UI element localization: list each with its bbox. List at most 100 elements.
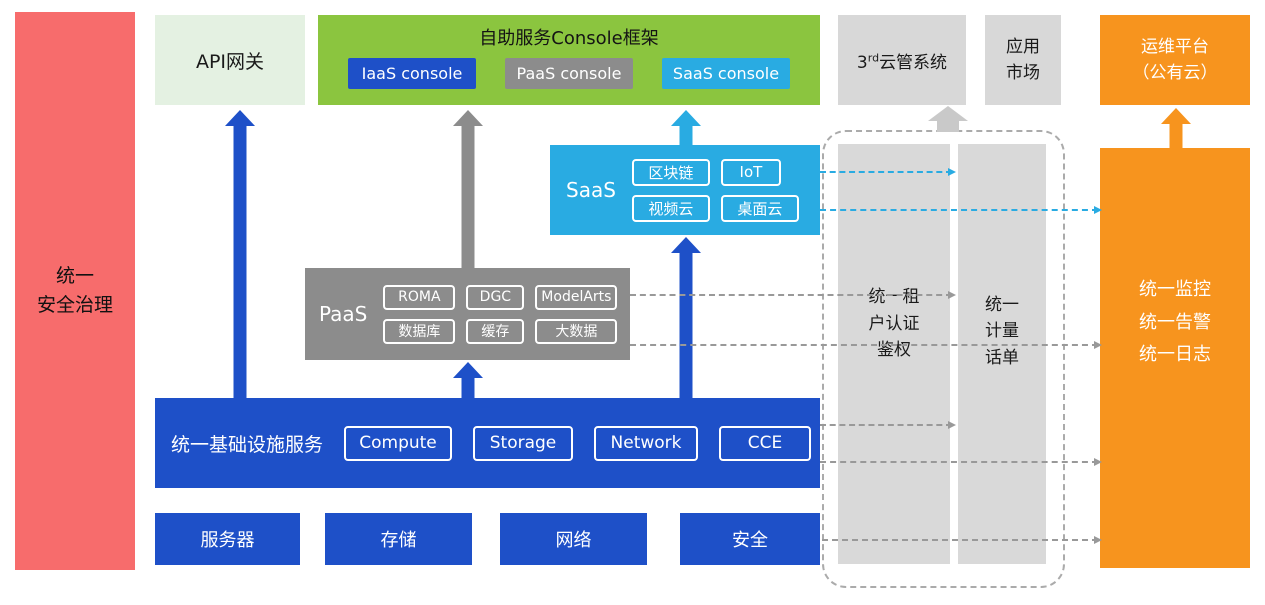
api-gateway-label: API网关 [195,50,265,73]
api-gateway-box: API网关 [155,15,305,105]
paas-service-cache: 缓存 [466,318,525,344]
arrow-head [671,110,701,126]
console-chip-row: IaaS console PaaS console SaaS console [348,58,790,89]
arrow-shaft [937,119,959,132]
arrow-shaft [461,376,475,398]
om-platform-line1: 运维平台 [1141,36,1209,57]
arrow-infra-to-paas [453,362,483,398]
third-party-cloud-mgmt-box: 3rd云管系统 [838,15,966,105]
dline-infra-to-metering [820,421,956,429]
monitoring-label: 统一监控 统一告警 统一日志 [1139,274,1211,371]
third-party-suffix: 云管系统 [879,52,948,73]
metering-bar: 统一 计量 话单 [958,144,1046,564]
infra-service-network: Network [594,425,699,461]
arrow-shaft [679,124,693,146]
third-party-label: 3rd云管系统 [857,48,947,73]
third-party-prefix: 3 [856,52,868,73]
saas-service-video-cloud: 视频云 [631,194,710,222]
om-platform-label: 运维平台 （公有云） [1133,34,1218,87]
security-governance-line1: 统一 [55,264,94,287]
arrow-paas-to-console [453,110,483,268]
om-platform-box: 运维平台 （公有云） [1100,15,1250,105]
console-framework-title: 自助服务Console框架 [479,28,659,49]
dline-security-to-monitoring [822,536,1102,544]
infra-box: 统一基础设施服务 Compute Storage Network CCE [155,398,820,488]
saas-service-grid: 区块链 IoT 视频云 桌面云 [631,158,799,222]
arrow-shaft [1169,122,1183,149]
app-market-box: 应用 市场 [985,15,1061,105]
iaas-console-chip: IaaS console [348,58,476,89]
monitoring-box: 统一监控 统一告警 统一日志 [1100,148,1250,568]
arrow-shaft [461,124,475,268]
paas-service-modelarts: ModelArts [535,284,618,310]
saas-box: SaaS 区块链 IoT 视频云 桌面云 [550,145,820,235]
auth-bar-line1: 统一租 [868,287,920,308]
arrow-head [928,106,968,121]
arrowhead-icon [948,291,956,299]
server-box: 服务器 [155,513,300,565]
metering-bar-label: 统一 计量 话单 [985,292,1019,371]
paas-console-chip: PaaS console [505,58,633,89]
arrow-head [453,110,483,126]
arrow-shaft [679,251,693,398]
arrow-head [453,362,483,378]
third-party-superscript: rd [867,50,880,64]
security-governance-panel: 统一 安全治理 [15,12,135,570]
security-governance-label: 统一 安全治理 [37,262,113,321]
arrowhead-icon [1094,458,1102,466]
paas-service-database: 数据库 [383,318,456,344]
infra-label: 统一基础设施服务 [171,433,324,456]
paas-service-dgc: DGC [466,284,525,310]
arrow-infra-to-saas [671,237,701,398]
dline-infra-to-monitoring [820,458,1102,466]
infra-service-cce: CCE [719,425,812,461]
saas-console-chip: SaaS console [662,58,790,89]
app-market-line2: 市场 [1006,63,1040,83]
metering-bar-line2: 计量 [985,321,1019,342]
auth-bar-label: 统一租 户认证 鉴权 [869,284,920,363]
metering-bar-line1: 统一 [985,294,1019,315]
om-platform-line2: （公有云） [1132,63,1218,83]
saas-row-1: 区块链 IoT [631,158,799,186]
auth-bar-line2: 户认证 [868,313,920,334]
arrow-head [671,237,701,253]
infra-service-storage: Storage [473,425,574,461]
arrow-monitoring-to-om-platform [1161,108,1191,149]
metering-bar-line3: 话单 [985,347,1019,368]
saas-label: SaaS [566,178,616,202]
monitoring-line1: 统一监控 [1139,279,1211,301]
app-market-line1: 应用 [1006,36,1040,57]
arrow-head [1161,108,1191,124]
security-governance-line2: 安全治理 [36,294,113,316]
paas-service-bigdata: 大数据 [535,318,618,344]
auth-bar-line3: 鉴权 [877,340,911,361]
arrowhead-icon [1094,536,1102,544]
arrowhead-icon [1094,341,1102,349]
saas-service-desktop-cloud: 桌面云 [720,194,799,222]
storage-box: 存储 [325,513,472,565]
dline-saas-to-auth [820,168,956,176]
monitoring-line3: 统一日志 [1139,344,1211,366]
paas-row-2: 数据库 缓存 大数据 [383,318,618,344]
auth-bar: 统一租 户认证 鉴权 [838,144,950,564]
arrow-tenant-group-to-third-party [928,106,968,132]
paas-label: PaaS [319,302,368,326]
console-framework-box: 自助服务Console框架 IaaS console PaaS console … [318,15,820,105]
security-box: 安全 [680,513,820,565]
saas-service-blockchain: 区块链 [631,158,710,186]
arrow-head [225,110,255,126]
dline-paas-to-metering [630,291,956,299]
arrowhead-icon [1094,206,1102,214]
arrow-infra-to-api-gateway [225,110,255,398]
dline-saas-to-monitoring [820,206,1102,214]
arrow-shaft [233,124,247,398]
infra-service-compute: Compute [344,425,453,461]
saas-service-iot: IoT [720,158,781,186]
paas-box: PaaS ROMA DGC ModelArts 数据库 缓存 大数据 [305,268,630,360]
arrowhead-icon [948,421,956,429]
network-box: 网络 [500,513,647,565]
arrow-saas-to-console [671,110,701,146]
paas-service-roma: ROMA [383,284,456,310]
app-market-label: 应用 市场 [1006,34,1040,87]
